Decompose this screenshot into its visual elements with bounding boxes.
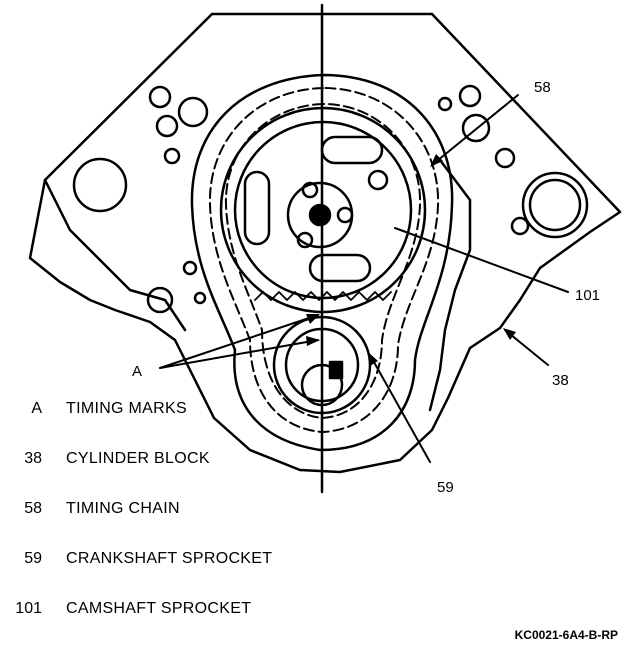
- bore-right: [521, 171, 589, 239]
- arrowhead-timing-marks-2: [306, 336, 320, 346]
- hole-left-5: [177, 96, 209, 128]
- leader-timing-chain: [431, 94, 519, 166]
- legend-desc: CRANKSHAFT SPROCKET: [66, 550, 273, 567]
- callout-timing-marks: A: [132, 363, 142, 380]
- arrowhead-crankshaft-sprocket: [368, 352, 378, 366]
- cylinder-block-outline: [28, 12, 622, 474]
- legend-row: 59 CRANKSHAFT SPROCKET: [0, 542, 640, 592]
- legend: A TIMING MARKS 38 CYLINDER BLOCK 58 TIMI…: [0, 392, 640, 642]
- legend-desc: CAMSHAFT SPROCKET: [66, 600, 252, 617]
- leader-crankshaft-sprocket: [369, 354, 431, 463]
- bore-left: [72, 157, 128, 213]
- hole-right-4: [510, 216, 530, 236]
- legend-row: 38 CYLINDER BLOCK: [0, 442, 640, 492]
- legend-desc: CYLINDER BLOCK: [66, 450, 210, 467]
- legend-key: 58: [24, 500, 42, 517]
- callout-camshaft-sprocket: 101: [575, 287, 600, 304]
- callout-timing-chain: 58: [534, 79, 551, 96]
- callout-crankshaft-sprocket: 59: [437, 479, 454, 496]
- hole-left-4: [146, 286, 174, 314]
- block-left-contour: [43, 178, 187, 332]
- hole-left-3: [163, 147, 181, 165]
- legend-desc: TIMING MARKS: [66, 400, 187, 417]
- leader-timing-marks-2: [159, 339, 319, 369]
- legend-row: 101 CAMSHAFT SPROCKET: [0, 592, 640, 642]
- hole-right-3: [494, 147, 516, 169]
- hole-right-5: [437, 96, 453, 112]
- legend-key: 101: [15, 600, 42, 617]
- gasket-contour: [190, 73, 454, 452]
- hole-right-1: [458, 84, 482, 108]
- drawing-id: KC0021-6A4-B-RP: [514, 628, 618, 642]
- cam-slot-bottom: [308, 253, 372, 283]
- cam-bolt-hole-1: [301, 181, 319, 199]
- legend-key: 59: [24, 550, 42, 567]
- arrowhead-timing-chain: [430, 154, 443, 167]
- arrowhead-timing-marks-1: [306, 314, 320, 324]
- legend-key: A: [31, 400, 42, 417]
- hole-left-7: [193, 291, 207, 305]
- block-inner-contour: [428, 158, 472, 412]
- cam-bolt-hole-3: [296, 231, 314, 249]
- callout-cylinder-block: 38: [552, 372, 569, 389]
- legend-desc: TIMING CHAIN: [66, 500, 180, 517]
- hole-left-2: [155, 114, 179, 138]
- hole-top-left: [148, 85, 172, 109]
- cam-slot-top: [320, 135, 384, 165]
- arrowhead-cylinder-block: [503, 328, 516, 340]
- leader-timing-marks-1: [159, 314, 319, 369]
- hole-left-6: [182, 260, 198, 276]
- cam-bolt-hole-2: [336, 206, 354, 224]
- bore-right-inner: [528, 178, 582, 232]
- legend-row: 58 TIMING CHAIN: [0, 492, 640, 542]
- legend-key: 38: [24, 450, 42, 467]
- crank-keyway: [328, 360, 344, 380]
- camshaft-center-bolt: [308, 203, 332, 227]
- timing-chain: [208, 87, 440, 433]
- leader-camshaft-sprocket: [394, 227, 569, 293]
- hole-right-2: [461, 113, 491, 143]
- cam-dowel: [367, 169, 389, 191]
- legend-row: A TIMING MARKS: [0, 392, 640, 442]
- cam-slot-left: [243, 170, 271, 246]
